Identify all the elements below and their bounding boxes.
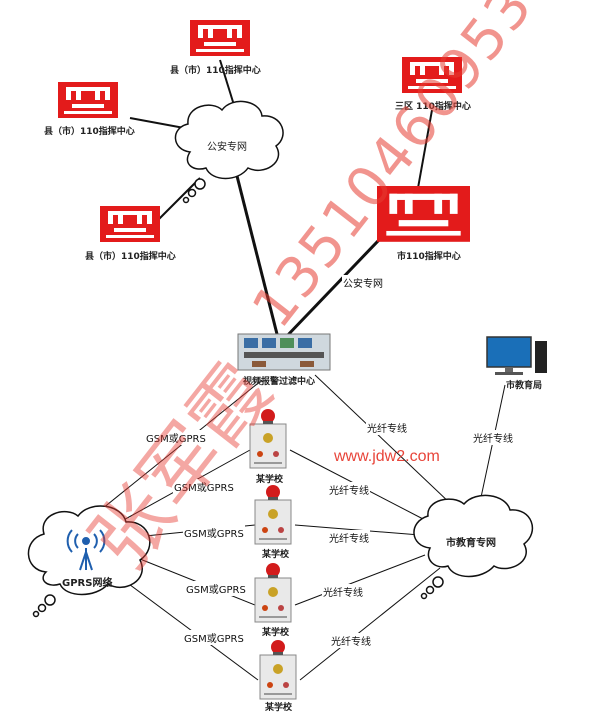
police-link-label: 公安专网 [342,275,384,290]
link-county3-police [157,177,201,221]
school2-alarm-icon [254,484,292,545]
gprs-cloud [27,505,151,618]
gprs-tower-icon [66,529,106,571]
fiber3-label: 光纤专线 [322,584,364,599]
gsm-main-label: GSM或GPRS [145,430,207,445]
link-filter-gprs [81,379,263,526]
school4-label: 某学校 [265,703,293,713]
school3-alarm-icon [254,562,292,623]
link-police-filter [234,171,280,339]
county1-logo [190,20,250,56]
gsm4-label: GSM或GPRS [183,630,245,645]
county1-label: 县（市）110指挥中心 [170,66,261,76]
link-gprs-school3 [129,554,256,606]
school1-label: 某学校 [256,475,284,485]
city110-label: 市110指挥中心 [397,252,461,262]
filter-center-console [237,333,331,371]
edu-net-cloud [413,494,534,600]
fiber1-label: 光纤专线 [328,482,370,497]
gsm1-label: GSM或GPRS [173,479,235,494]
link-school4-edu [299,567,441,681]
computer-icon [486,336,547,375]
link-gprs-school4 [109,569,259,681]
link-district-city [417,109,433,189]
county3-logo [100,206,160,242]
fiber-main-label: 光纤专线 [366,420,408,435]
link-school3-edu [294,554,426,606]
police-net-label: 公安专网 [207,142,247,153]
watermark-url: www.jdw2.com [334,448,440,465]
school2-label: 某学校 [262,550,290,560]
fiber4-label: 光纤专线 [330,633,372,648]
county2-label: 县（市）110指挥中心 [44,127,135,137]
county3-label: 县（市）110指挥中心 [85,252,176,262]
fiber-bureau-label: 光纤专线 [472,430,514,445]
gsm2-label: GSM或GPRS [183,525,245,540]
gprs-net-label: GPRS网络 [62,578,113,589]
gsm3-label: GSM或GPRS [185,581,247,596]
filter-center-label: 视频报警过滤中心 [243,377,316,387]
district-label: 三区 110指挥中心 [395,102,471,112]
police-net-cloud [174,100,284,204]
school4-alarm-icon [259,639,297,700]
link-filter-edu [314,374,453,506]
fiber2-label: 光纤专线 [328,530,370,545]
school3-label: 某学校 [262,628,290,638]
county2-logo [58,82,118,118]
education-bureau-label: 市教育局 [506,381,543,391]
edu-net-label: 市教育专网 [446,538,496,549]
